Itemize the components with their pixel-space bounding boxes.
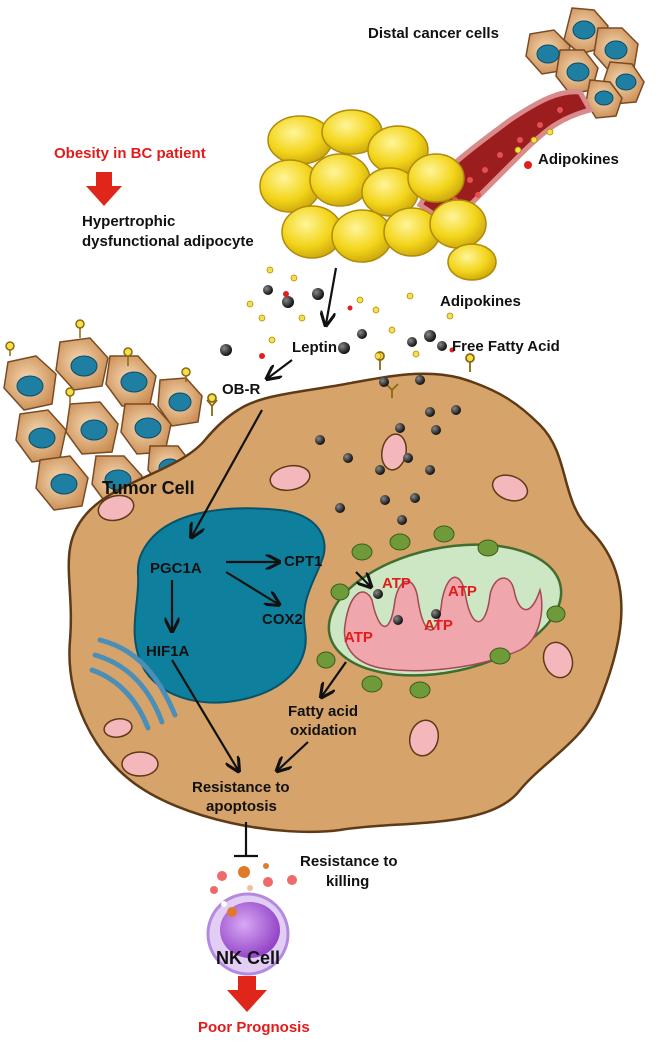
resistance-killing-label-2: killing: [326, 873, 369, 890]
fatty-acid-oxidation-label-2: oxidation: [290, 722, 357, 739]
pgc1a-label: PGC1A: [150, 560, 202, 577]
atp-label: ATP: [344, 629, 373, 646]
fatty-acid-oxidation-label-1: Fatty acid: [288, 703, 358, 720]
ob-r-label: OB-R: [222, 381, 260, 398]
hypertrophic-label-2: dysfunctional adipocyte: [82, 233, 254, 250]
nk-cell: [206, 892, 290, 976]
nk-cell-label: NK Cell: [216, 948, 280, 968]
free-fatty-acid-label: Free Fatty Acid: [452, 338, 560, 355]
cox2-label: COX2: [262, 611, 303, 628]
obesity-label: Obesity in BC patient: [54, 145, 206, 162]
pathway-arrows: [172, 267, 370, 858]
large-mitochondrion: [316, 525, 566, 699]
distal-cancer-cells-label: Distal cancer cells: [368, 25, 499, 42]
resistance-apoptosis-label-1: Resistance to: [192, 779, 290, 796]
obesity-arrow: [86, 172, 122, 206]
resistance-apoptosis-label-2: apoptosis: [206, 798, 277, 815]
killing-particles: [210, 863, 297, 894]
atp-label: ATP: [448, 583, 477, 600]
atp-label: ATP: [382, 575, 411, 592]
tumor-cell-label: Tumor Cell: [102, 478, 195, 498]
adipokine-particles: [246, 128, 554, 360]
prognosis-arrow: [227, 976, 267, 1012]
distal-cancer-cells: [525, 7, 645, 119]
adipokines-top-label: Adipokines: [538, 151, 619, 168]
adipokines-mid-label: Adipokines: [440, 293, 521, 310]
leptin-label: Leptin: [292, 339, 337, 356]
free-fatty-acid-droplets: [220, 285, 461, 625]
adipocyte-cluster: [259, 109, 497, 281]
blood-vessel: [416, 89, 594, 229]
resistance-killing-label-1: Resistance to: [300, 853, 398, 870]
poor-prognosis-label: Poor Prognosis: [198, 1019, 310, 1036]
atp-label: ATP: [424, 617, 453, 634]
golgi-apparatus: [89, 637, 178, 731]
hypertrophic-label-1: Hypertrophic: [82, 213, 175, 230]
hif1a-label: HIF1A: [146, 643, 190, 660]
small-mitochondria: [97, 433, 574, 777]
cpt1-label: CPT1: [284, 553, 322, 570]
